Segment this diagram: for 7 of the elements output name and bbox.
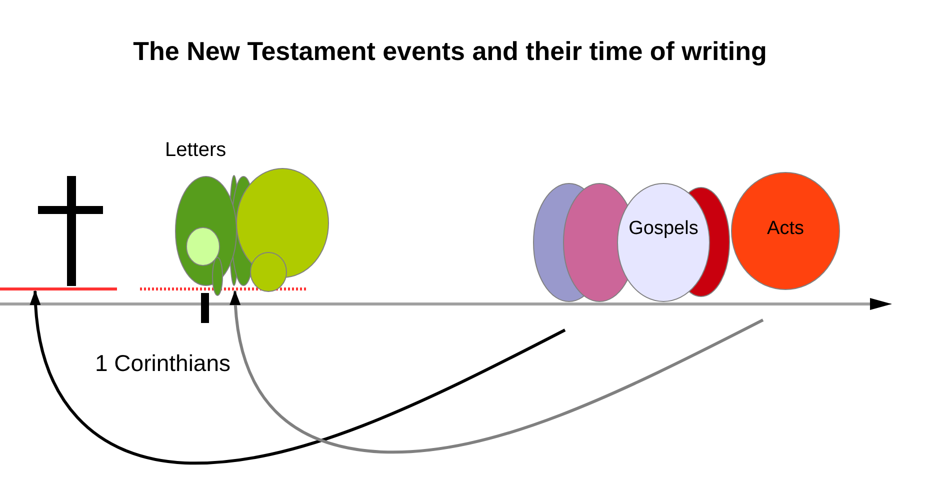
curved-arrow [30, 290, 566, 464]
diagram-title: The New Testament events and their time of writing [133, 37, 767, 66]
category-label: Acts [767, 218, 804, 240]
category-label: Letters [165, 139, 226, 161]
category-label: Gospels [628, 219, 698, 240]
tick-label: 1 Corinthians [95, 351, 231, 376]
curved-arrow [230, 290, 764, 454]
